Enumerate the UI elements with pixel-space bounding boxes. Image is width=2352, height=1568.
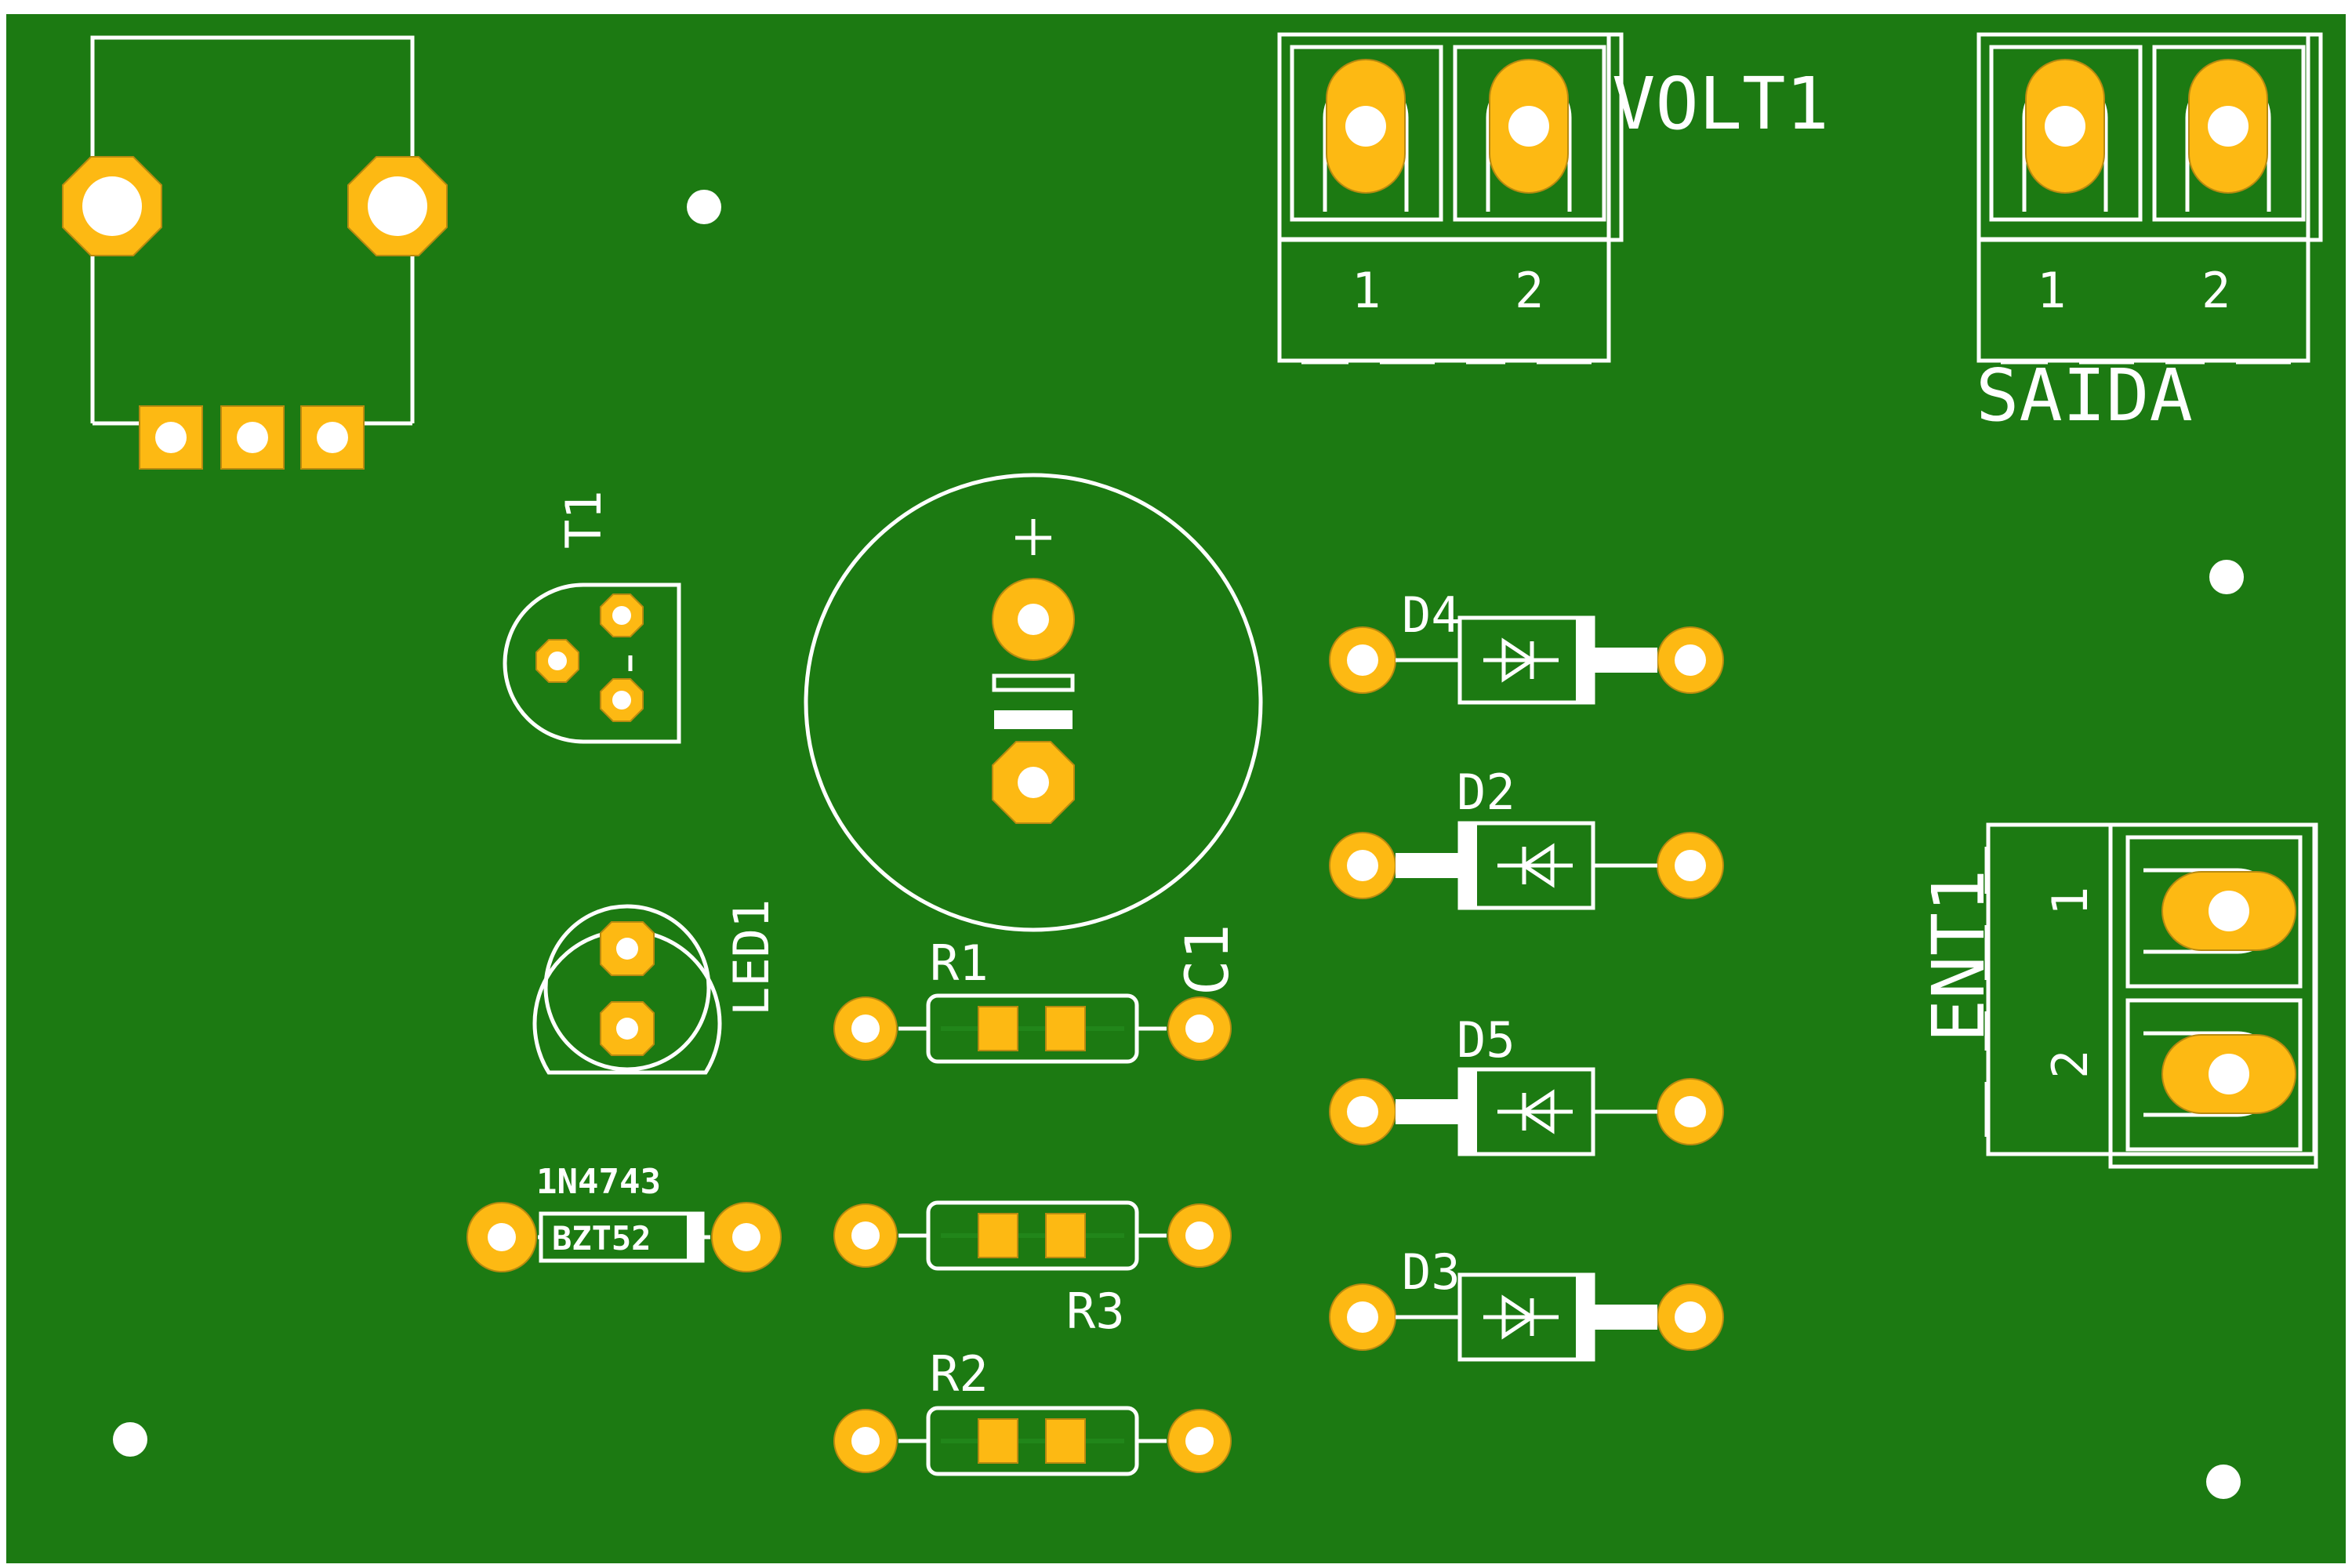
d5-label: D5 xyxy=(1457,1011,1515,1069)
diode-d3: D3 xyxy=(1329,1243,1724,1362)
r3-smd-pad-2 xyxy=(1045,1213,1086,1258)
solder-mask xyxy=(6,14,2346,1563)
r3-label: R3 xyxy=(1066,1283,1125,1340)
resistor-r2: R2 xyxy=(833,1345,1232,1476)
mounting-hole-bottom-left xyxy=(113,1422,147,1457)
r1-smd-pad-1 xyxy=(978,1006,1018,1051)
saida-pin-1-label: 1 xyxy=(2037,262,2066,319)
zener-body-label: BZT52 xyxy=(552,1219,651,1258)
resistor-r1: R1 xyxy=(833,935,1232,1064)
c1-label: C1 xyxy=(1172,924,1242,996)
r2-smd-pad-2 xyxy=(1045,1418,1086,1464)
volt1-pin-2-label: 2 xyxy=(1515,262,1544,319)
r3-smd-pad-1 xyxy=(978,1213,1018,1258)
r2-label: R2 xyxy=(930,1345,989,1403)
mounting-hole-right xyxy=(2209,560,2244,594)
diode-d2: D2 xyxy=(1329,764,1724,910)
r1-smd-pad-2 xyxy=(1045,1006,1086,1051)
r2-smd-pad-1 xyxy=(978,1418,1018,1464)
ent1-pin-2-label: 2 xyxy=(2042,1050,2099,1079)
capacitor-c1: + C1 xyxy=(804,473,1263,996)
t1-label: T1 xyxy=(555,490,612,549)
volt1-pin-1-label: 1 xyxy=(1352,262,1381,319)
terminal-volt1: 1 2 VOLT1 xyxy=(1277,32,1829,365)
led1-label: LED1 xyxy=(723,899,780,1016)
transistor-t1: T1 xyxy=(503,490,681,744)
terminal-ent1: 1 2 ENT1 xyxy=(1917,822,2318,1169)
terminal-saida: 1 2 SAIDA xyxy=(1976,32,2323,437)
diode-d4: D4 xyxy=(1329,586,1724,705)
mounting-hole-bottom-right xyxy=(2206,1465,2241,1499)
d4-label: D4 xyxy=(1402,586,1461,644)
diode-d5: D5 xyxy=(1329,1011,1724,1156)
volt1-label: VOLT1 xyxy=(1612,62,1829,146)
d3-label: D3 xyxy=(1402,1243,1461,1301)
ent1-pin-1-label: 1 xyxy=(2042,887,2099,916)
potentiometer xyxy=(62,35,448,470)
r1-label: R1 xyxy=(930,935,989,992)
mounting-hole-top-left xyxy=(687,190,721,224)
led-led1: LED1 xyxy=(532,899,780,1075)
zener-part-label: 1N4743 xyxy=(536,1162,661,1202)
d2-label: D2 xyxy=(1457,764,1515,821)
resistor-r3: R3 xyxy=(833,1200,1232,1340)
saida-label: SAIDA xyxy=(1976,354,2193,437)
zener-diode: 1N4743 BZT52 xyxy=(466,1162,782,1272)
ent1-label: ENT1 xyxy=(1917,869,2001,1043)
saida-pin-2-label: 2 xyxy=(2201,262,2230,319)
